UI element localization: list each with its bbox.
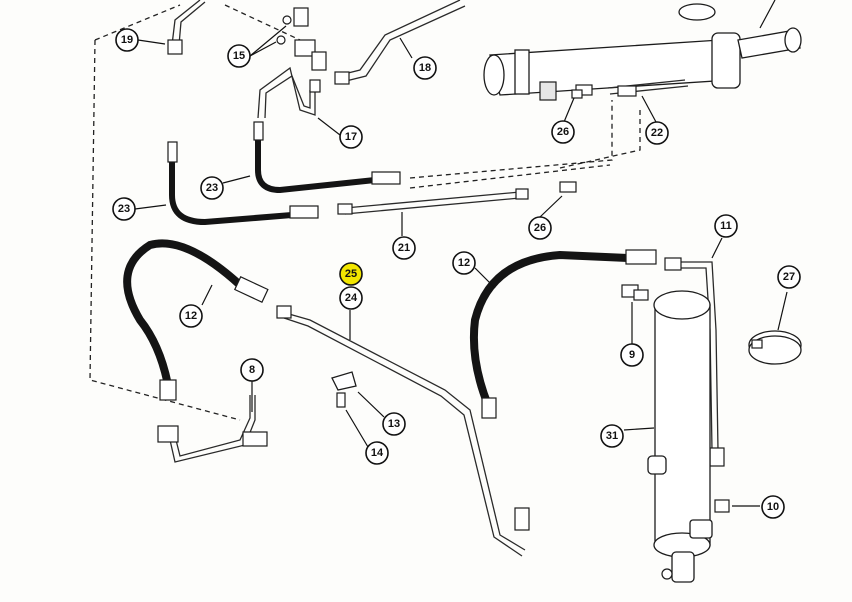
callout-10-label: 10 [767, 501, 779, 513]
tube-8 [157, 395, 268, 463]
tube-11 [664, 257, 725, 467]
tube-17 [257, 66, 321, 119]
hose-23-lower [167, 141, 319, 226]
callout-12-right-label: 12 [458, 257, 470, 269]
callout-26-middle[interactable]: 26 [528, 216, 552, 240]
callout-25-label: 25 [345, 268, 357, 280]
callout-26-middle-label: 26 [534, 222, 546, 234]
tube-24 [276, 305, 530, 557]
hose-12-right [469, 249, 657, 419]
callout-26-top-label: 26 [557, 126, 569, 138]
callout-18[interactable]: 18 [413, 56, 437, 80]
callout-26-top[interactable]: 26 [551, 120, 575, 144]
callout-19-label: 19 [121, 34, 133, 46]
callout-14-label: 14 [371, 447, 384, 459]
callout-12-left-label: 12 [185, 310, 197, 322]
leader-lines [134, 25, 788, 507]
tube-18 [334, 0, 466, 85]
steering-cylinder [483, 0, 802, 101]
clip-13 [331, 371, 357, 391]
callout-27[interactable]: 27 [777, 265, 801, 289]
fitting-15-tee [276, 7, 327, 71]
callout-23-upper[interactable]: 23 [200, 176, 224, 200]
callout-18-label: 18 [419, 62, 431, 74]
bolt-14 [336, 392, 346, 408]
accumulator-31 [647, 290, 713, 583]
callout-23-lower-label: 23 [118, 203, 130, 215]
callout-17-label: 17 [345, 131, 357, 143]
callout-8-label: 8 [249, 364, 255, 376]
callout-24-label: 24 [345, 292, 358, 304]
callout-21-label: 21 [398, 242, 410, 254]
dashed-group-outline [89, 4, 641, 421]
callout-25-highlighted[interactable]: 25 [339, 262, 363, 286]
callout-12-left[interactable]: 12 [179, 304, 203, 328]
callout-11[interactable]: 11 [714, 214, 738, 238]
callout-13[interactable]: 13 [382, 412, 406, 436]
callout-22[interactable]: 22 [645, 121, 669, 145]
tube-21 [337, 188, 529, 215]
clamp-27 [748, 330, 802, 365]
callout-21[interactable]: 21 [392, 236, 416, 260]
callout-17[interactable]: 17 [339, 125, 363, 149]
callout-15[interactable]: 15 [227, 44, 251, 68]
callout-22-label: 22 [651, 127, 663, 139]
callout-12-right[interactable]: 12 [452, 251, 476, 275]
callout-10[interactable]: 10 [761, 495, 785, 519]
callout-31[interactable]: 31 [600, 424, 624, 448]
callout-19[interactable]: 19 [115, 28, 139, 52]
callout-23-lower[interactable]: 23 [112, 197, 136, 221]
callout-9[interactable]: 9 [620, 343, 644, 367]
callout-9-label: 9 [629, 349, 635, 361]
callout-24[interactable]: 24 [339, 286, 363, 310]
fitting-26-middle [559, 181, 577, 193]
fitting-10 [714, 499, 730, 513]
callout-8[interactable]: 8 [240, 358, 264, 382]
hose-12-left [123, 239, 269, 401]
fitting-22 [607, 79, 689, 97]
hose-23-upper [253, 121, 401, 194]
callout-13-label: 13 [388, 418, 400, 430]
fitting-9 [621, 284, 649, 301]
callout-27-label: 27 [783, 271, 795, 283]
callout-31-label: 31 [606, 430, 618, 442]
callout-15-label: 15 [233, 50, 245, 62]
tube-19 [167, 0, 206, 55]
callout-14[interactable]: 14 [365, 441, 389, 465]
callout-23-upper-label: 23 [206, 182, 218, 194]
fitting-26-top [571, 84, 593, 99]
callout-11-label: 11 [720, 220, 732, 232]
